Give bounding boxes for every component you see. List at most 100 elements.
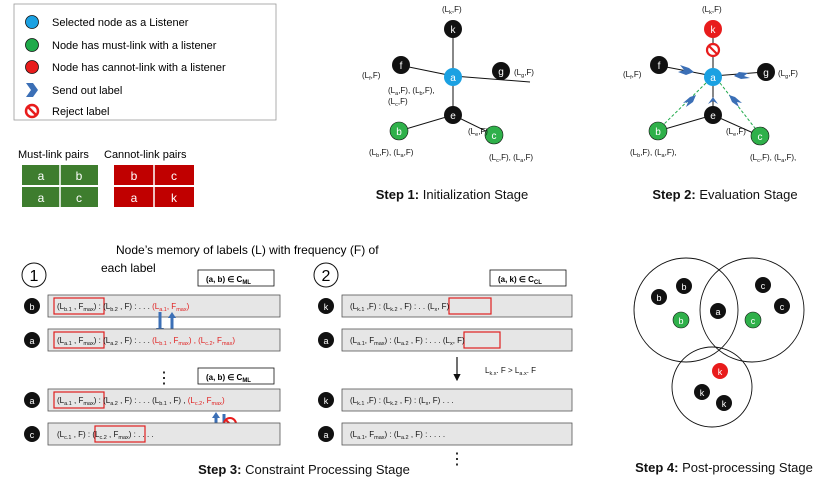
send-arrow-icon — [708, 97, 718, 104]
panel-must-link: 1 (a, b) ∈ CML b (Lb.1 , Fmax) : (Lb.2 ,… — [21, 262, 281, 446]
must-link-swatch — [25, 38, 39, 52]
constraint-ml: (a, b) ∈ CML — [206, 373, 251, 384]
reject-icon — [705, 42, 721, 58]
node-label: c — [751, 316, 756, 326]
pair-cell: a — [38, 169, 45, 183]
node-label: b — [681, 282, 686, 292]
pair-cell: c — [76, 191, 82, 205]
step4-clusters: b b b a c c c k k k — [633, 257, 805, 428]
cannot-link-title: Cannot-link pairs — [104, 149, 187, 161]
cannot-link-swatch — [25, 60, 39, 74]
svg-text:(La.1 , Fmax) : (La.2 , F) : .: (La.1 , Fmax) : (La.2 , F) : . . . (Lb.1… — [57, 336, 235, 347]
node-label: f — [400, 61, 403, 72]
circled-number: 1 — [30, 268, 39, 285]
node-label: b — [29, 302, 34, 312]
condition-text: Lk.x. F > La.x. F — [485, 366, 536, 377]
svg-text:(Lb.1 , Fmax) : (Lb.2 , F) : .: (Lb.1 , Fmax) : (Lb.2 , F) : . . . (La.1… — [57, 302, 190, 313]
svg-text:(Lc,F), (La,F),: (Lc,F), (La,F), — [750, 153, 796, 164]
svg-text:(Lc,F): (Lc,F) — [388, 97, 408, 108]
node-label: a — [323, 336, 328, 346]
legend-must-link: Node has must-link with a listener — [52, 40, 217, 52]
node-label: a — [29, 336, 34, 346]
node-label: a — [29, 396, 34, 406]
send-arrow-icon — [734, 72, 750, 79]
legend-cannot-link: Node has cannot-link with a listener — [52, 62, 226, 74]
reject-label-icon — [24, 103, 40, 119]
listener-swatch — [25, 15, 39, 29]
node-label: k — [451, 25, 457, 36]
svg-text:(La.1, Fmax) : (La.2 , F) : .: (La.1, Fmax) : (La.2 , F) : . . . . — [350, 430, 445, 441]
cannot-link-pairs: Cannot-link pairs b c a k — [104, 149, 194, 207]
memory-note-line2: each label — [101, 261, 156, 275]
panel-cannot-link: 2 (a, k) ∈ CCL k (Lk.1 ,F) : (Lk.2 , F) … — [313, 262, 573, 468]
node-label: b — [678, 316, 683, 326]
svg-text:(Lc,F), (La,F): (Lc,F), (La,F) — [489, 153, 533, 164]
svg-text:(Le,F): (Le,F) — [468, 127, 488, 138]
step2-caption: Step 2: Evaluation Stage — [652, 187, 797, 202]
svg-text:(Lb,F), (La,F): (Lb,F), (La,F) — [369, 148, 414, 159]
svg-text:(Lg,F): (Lg,F) — [778, 69, 798, 80]
svg-text:(La,F), (Lb,F),: (La,F), (Lb,F), — [388, 86, 435, 97]
svg-text:(Lk.1 ,F) : (Lk.2 , F) : . .: (Lk.1 ,F) : (Lk.2 , F) : . . (Lx, F) — [350, 302, 450, 313]
svg-text:(Lk,F): (Lk,F) — [702, 5, 722, 16]
ellipsis: ⋮ — [449, 451, 465, 468]
constraint-cl: (a, k) ∈ CCL — [498, 275, 542, 286]
node-label: a — [710, 73, 716, 84]
ellipsis: ⋮ — [156, 370, 172, 387]
svg-text:(Le,F): (Le,F) — [726, 127, 746, 138]
svg-text:(Lc.1 , F) : (Lc.2 , Fmax) : .: (Lc.1 , F) : (Lc.2 , Fmax) : . . . . — [57, 430, 154, 441]
pair-cell: k — [171, 191, 178, 205]
must-link-title: Must-link pairs — [18, 149, 89, 161]
pair-cell: a — [38, 191, 45, 205]
node-label: e — [450, 111, 456, 122]
node-label: g — [498, 67, 504, 78]
node-label: k — [722, 399, 727, 409]
svg-text:(Lf,F): (Lf,F) — [362, 71, 381, 82]
send-label-icon — [26, 83, 38, 97]
svg-text:(Lb,F), (La,F),: (Lb,F), (La,F), — [630, 148, 677, 159]
node-label: b — [656, 293, 661, 303]
svg-text:(Lf,F): (Lf,F) — [623, 70, 642, 81]
pair-cell: a — [131, 191, 138, 205]
legend-send: Send out label — [52, 85, 122, 97]
node-label: c — [492, 131, 497, 142]
node-label: a — [450, 73, 456, 84]
node-label: c — [758, 132, 763, 143]
node-label: k — [324, 396, 329, 406]
constraint-ml: (a, b) ∈ CML — [206, 275, 251, 286]
svg-text:(Lk.1 ,F) : (Lk.2 , F) : (Lx,: (Lk.1 ,F) : (Lk.2 , F) : (Lx, F) . . . — [350, 396, 454, 407]
send-arrow-icon — [683, 95, 696, 107]
node-label: k — [711, 25, 717, 36]
send-arrow-icon — [729, 95, 742, 107]
node-label: k — [718, 367, 723, 377]
step1-caption: Step 1: Initialization Stage — [376, 187, 528, 202]
step2-graph: k f g a e b c (Lk,F) (Lf,F) (Lg,F) (Le,F… — [623, 5, 798, 164]
node-label: f — [658, 61, 661, 72]
node-label: c — [30, 430, 35, 440]
step1-graph: k f g a e b c (Lk,F) (Lf,F) (Lg,F) (La,F… — [362, 5, 534, 164]
step4-caption: Step 4: Post-processing Stage — [635, 460, 813, 475]
legend: Selected node as a Listener Node has mus… — [13, 3, 277, 121]
send-arrow-icon — [678, 65, 694, 75]
node-label: a — [323, 430, 328, 440]
legend-reject: Reject label — [52, 106, 109, 118]
circled-number: 2 — [322, 268, 331, 285]
node-label: b — [396, 127, 402, 138]
svg-text:(Lk,F): (Lk,F) — [442, 5, 462, 16]
node-label: a — [715, 307, 720, 317]
node-label: c — [761, 281, 766, 291]
node-label: k — [700, 388, 705, 398]
node-label: c — [780, 302, 785, 312]
must-link-pairs: Must-link pairs a b a c — [18, 149, 98, 207]
svg-text:(La.1, Fmax) : (La.2 , F) : .: (La.1, Fmax) : (La.2 , F) : . . . (Lx, F… — [350, 336, 465, 347]
legend-listener: Selected node as a Listener — [52, 17, 189, 29]
node-label: k — [324, 302, 329, 312]
svg-text:(La.1 , Fmax) : (La.2 , F) : .: (La.1 , Fmax) : (La.2 , F) : . . . (Lb.1… — [57, 396, 225, 407]
memory-note-line1: Node’s memory of labels (L) with frequen… — [116, 243, 379, 257]
node-label: e — [710, 111, 716, 122]
svg-text:(Lg,F): (Lg,F) — [514, 68, 534, 79]
node-label: g — [763, 68, 769, 79]
step3-caption: Step 3: Constraint Processing Stage — [198, 462, 410, 477]
node-label: b — [655, 127, 661, 138]
